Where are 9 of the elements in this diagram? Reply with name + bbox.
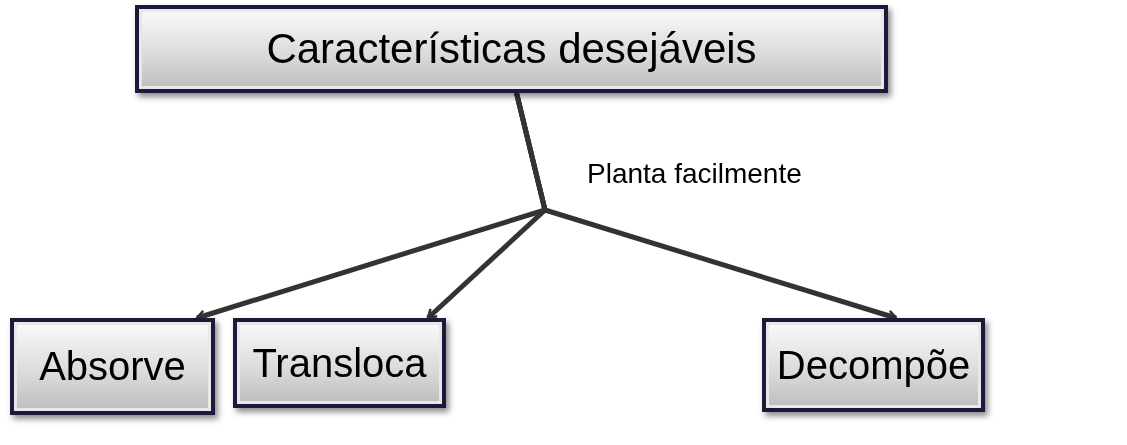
box-label: Absorve — [39, 344, 186, 389]
process-box — [10, 318, 215, 415]
box-label: Transloca — [252, 340, 427, 386]
box-label: Características desejáveis — [266, 25, 757, 73]
process-box — [135, 5, 888, 93]
box-label: Decompõe — [776, 342, 971, 388]
process-box — [233, 318, 446, 408]
process-box — [762, 318, 985, 412]
note-text: Planta facilmente — [587, 158, 802, 190]
